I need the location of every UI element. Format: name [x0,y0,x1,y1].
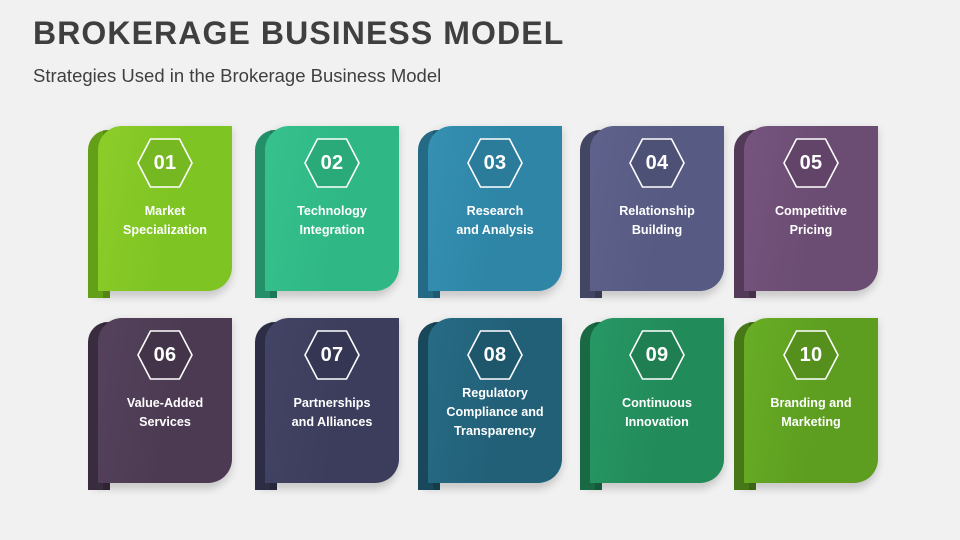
card-label: Technology Integration [297,204,367,238]
strategy-card-06[interactable]: 06 Value-Added Services [88,318,232,490]
card-label: Partnerships and Alliances [291,396,373,430]
strategy-card-09[interactable]: 09 Continuous Innovation [580,318,724,490]
card-number: 08 [483,343,507,366]
card-label: Relationship Building [619,204,695,238]
card-label: Market Specialization [123,204,207,238]
card-face: 01 Market Specialization [98,126,232,291]
card-label: Branding and Marketing [770,396,852,430]
card-number: 02 [320,151,344,174]
card-label: Continuous Innovation [622,396,692,430]
hexagon-badge-icon: 06 [136,329,194,381]
slide-header: BROKERAGE BUSINESS MODEL Strategies Used… [33,14,913,87]
card-row-2: 06 Value-Added Services 07 Partnerships … [88,318,878,490]
page-subtitle: Strategies Used in the Brokerage Busines… [33,65,442,87]
strategy-card-02[interactable]: 02 Technology Integration [255,126,399,298]
card-face: 02 Technology Integration [265,126,399,291]
strategy-card-10[interactable]: 10 Branding and Marketing [734,318,878,490]
card-face: 05 Competitive Pricing [744,126,878,291]
card-face: 03 Research and Analysis [428,126,562,291]
card-label: Competitive Pricing [774,204,848,238]
card-face: 08 Regulatory Compliance and Transparenc… [428,318,562,483]
strategy-card-07[interactable]: 07 Partnerships and Alliances [255,318,399,490]
page-title: BROKERAGE BUSINESS MODEL [33,15,565,51]
card-number: 03 [483,151,507,174]
card-number: 05 [799,151,823,174]
card-face: 07 Partnerships and Alliances [265,318,399,483]
strategy-card-grid: 01 Market Specialization 02 Technology I… [88,126,878,492]
card-face: 04 Relationship Building [590,126,724,291]
hexagon-badge-icon: 07 [303,329,361,381]
hexagon-badge-icon: 01 [136,137,194,189]
card-number: 07 [320,343,344,366]
strategy-card-04[interactable]: 04 Relationship Building [580,126,724,298]
hexagon-badge-icon: 04 [628,137,686,189]
card-face: 06 Value-Added Services [98,318,232,483]
hexagon-badge-icon: 02 [303,137,361,189]
card-number: 06 [153,343,177,366]
card-row-1: 01 Market Specialization 02 Technology I… [88,126,878,298]
hexagon-badge-icon: 09 [628,329,686,381]
card-face: 09 Continuous Innovation [590,318,724,483]
hexagon-badge-icon: 08 [466,329,524,381]
strategy-card-03[interactable]: 03 Research and Analysis [418,126,562,298]
card-number: 04 [645,151,669,174]
card-face: 10 Branding and Marketing [744,318,878,483]
card-label: Value-Added Services [126,396,204,430]
hexagon-badge-icon: 10 [782,329,840,381]
card-number: 09 [645,343,669,366]
hexagon-badge-icon: 05 [782,137,840,189]
card-number: 01 [153,151,177,174]
card-number: 10 [799,343,823,366]
strategy-card-01[interactable]: 01 Market Specialization [88,126,232,298]
strategy-card-08[interactable]: 08 Regulatory Compliance and Transparenc… [418,318,562,490]
card-label: Research and Analysis [456,204,534,238]
strategy-card-05[interactable]: 05 Competitive Pricing [734,126,878,298]
card-label: Regulatory Compliance and Transparency [446,386,544,439]
hexagon-badge-icon: 03 [466,137,524,189]
